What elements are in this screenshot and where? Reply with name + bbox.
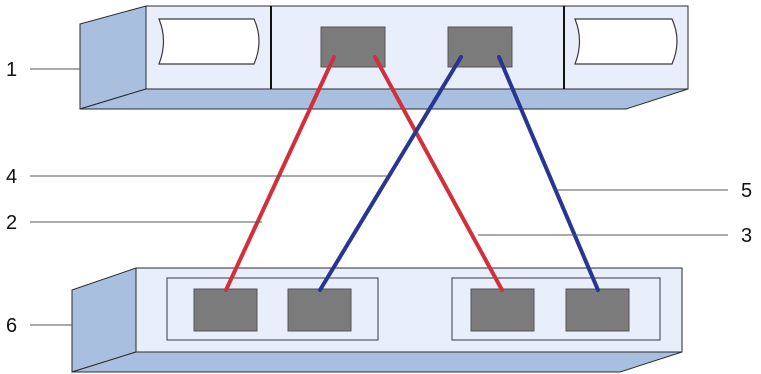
bottom-enclosure (71, 267, 683, 373)
cable-blue-a (318, 55, 463, 292)
leader-lines (30, 68, 728, 326)
bottom-port-1 (193, 288, 258, 332)
cable-red-a (224, 55, 336, 292)
callout-1: 1 (6, 59, 17, 81)
bottom-enclosure-bottom (71, 351, 683, 373)
cables (224, 55, 600, 292)
drive-bay-right (574, 18, 678, 65)
callout-2: 2 (6, 212, 17, 234)
bottom-port-2 (287, 288, 352, 332)
drive-bay-left (158, 18, 260, 65)
callout-6: 6 (6, 315, 17, 337)
controller-frame-right (451, 277, 661, 341)
callout-4: 4 (6, 166, 17, 188)
top-shelf (79, 5, 689, 110)
bottom-port-4 (565, 288, 630, 332)
cable-red-b (373, 55, 504, 292)
controller-frame-left (166, 277, 379, 341)
top-shelf-bottom (79, 88, 689, 110)
callout-5: 5 (741, 180, 752, 202)
cable-blue-b (497, 55, 600, 292)
bottom-port-3 (470, 288, 535, 332)
callout-3: 3 (741, 225, 752, 247)
callout-numbers: 1 4 2 5 3 6 (6, 59, 752, 337)
